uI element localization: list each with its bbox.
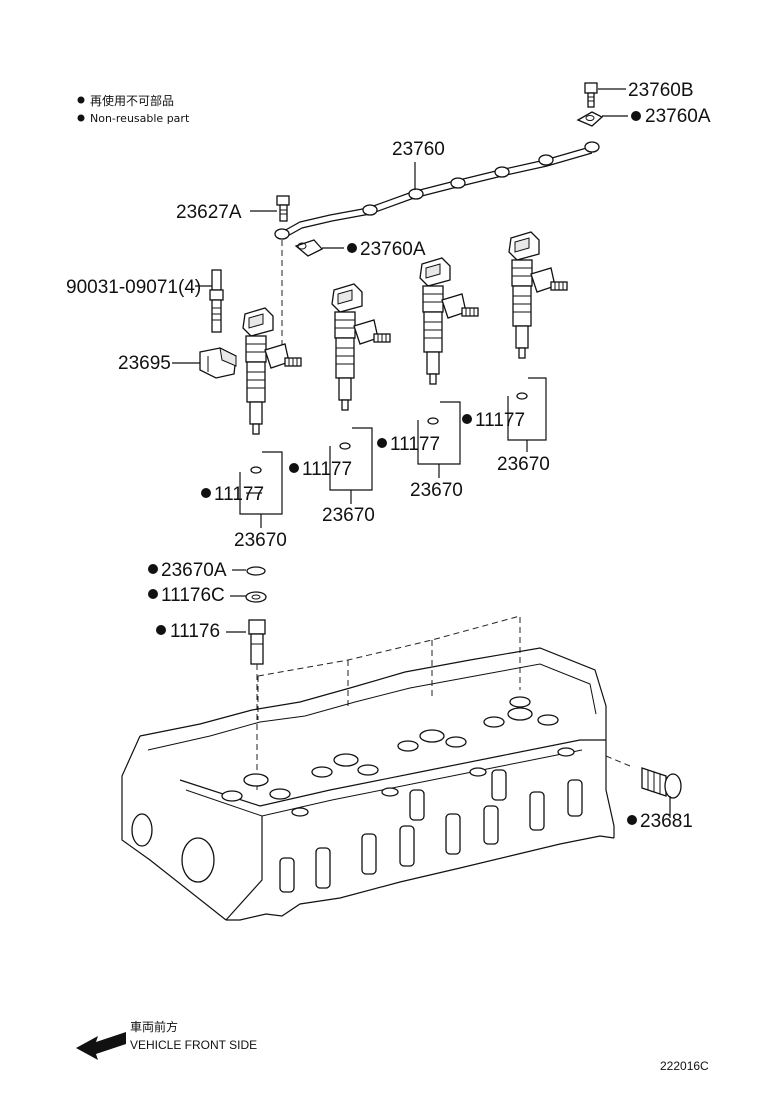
label-23670-4: 23670 — [497, 454, 550, 475]
injector-3-drawing — [419, 257, 479, 385]
label-11177-2: 11177 — [302, 459, 352, 480]
label-90031: 90031-09071(4) — [66, 277, 201, 298]
sleeve-11176-drawing — [248, 619, 266, 665]
non-reusable-dot-icon — [347, 243, 357, 253]
non-reusable-dot-icon — [148, 589, 158, 599]
bolt-23760B-drawing — [584, 82, 598, 108]
non-reusable-dot-icon — [77, 96, 85, 104]
label-23760A-top: 23760A — [645, 106, 711, 127]
legend-ja: 再使用不可部品 — [90, 93, 174, 108]
cylinder-head-drawing — [121, 615, 661, 921]
legend: 再使用不可部品 Non-reusable part — [77, 93, 190, 125]
label-23681: 23681 — [640, 811, 693, 832]
label-11177-1: 11177 — [214, 484, 264, 505]
label-23760: 23760 — [392, 139, 445, 160]
direction-ja: 車両前方 — [130, 1019, 178, 1034]
label-23627A: 23627A — [176, 202, 242, 223]
injector-4-drawing — [508, 231, 568, 359]
label-23670-3: 23670 — [410, 480, 463, 501]
injector-1-drawing — [242, 307, 302, 435]
gasket-11176C-drawing — [245, 591, 267, 603]
label-11177-4: 11177 — [475, 410, 525, 431]
washer-23760A-mid-drawing — [294, 239, 324, 257]
bolt-90031-drawing — [209, 269, 224, 333]
diagram-code: 222016C — [660, 1059, 709, 1073]
label-23670-1: 23670 — [234, 530, 287, 551]
label-23695: 23695 — [118, 353, 171, 374]
non-reusable-dot-icon — [289, 463, 299, 473]
non-reusable-dot-icon — [627, 815, 637, 825]
label-11177-3: 11177 — [390, 434, 440, 455]
bolt-23627A-drawing — [276, 195, 290, 222]
non-reusable-dot-icon — [201, 488, 211, 498]
non-reusable-dot-icon — [631, 111, 641, 121]
label-23670A: 23670A — [161, 560, 227, 581]
direction-en: VEHICLE FRONT SIDE — [130, 1038, 257, 1052]
non-reusable-dot-icon — [77, 114, 85, 122]
non-reusable-dot-icon — [377, 438, 387, 448]
non-reusable-dot-icon — [156, 625, 166, 635]
plug-23681-drawing — [641, 767, 682, 799]
injector-2-drawing — [331, 283, 391, 411]
label-23670-2: 23670 — [322, 505, 375, 526]
label-11176: 11176 — [170, 621, 220, 642]
legend-en: Non-reusable part — [90, 112, 190, 125]
label-23760B: 23760B — [628, 80, 694, 101]
clamp-23695-drawing — [199, 347, 237, 379]
label-11176C: 11176C — [161, 585, 225, 606]
o-ring-23670A-drawing — [246, 566, 266, 576]
leak-off-pipe-drawing — [274, 141, 600, 240]
washer-23760A-top-drawing — [576, 111, 604, 127]
label-23760A-mid: 23760A — [360, 239, 426, 260]
vehicle-front-arrow-icon — [76, 1032, 126, 1060]
non-reusable-dot-icon — [148, 564, 158, 574]
non-reusable-dot-icon — [462, 414, 472, 424]
